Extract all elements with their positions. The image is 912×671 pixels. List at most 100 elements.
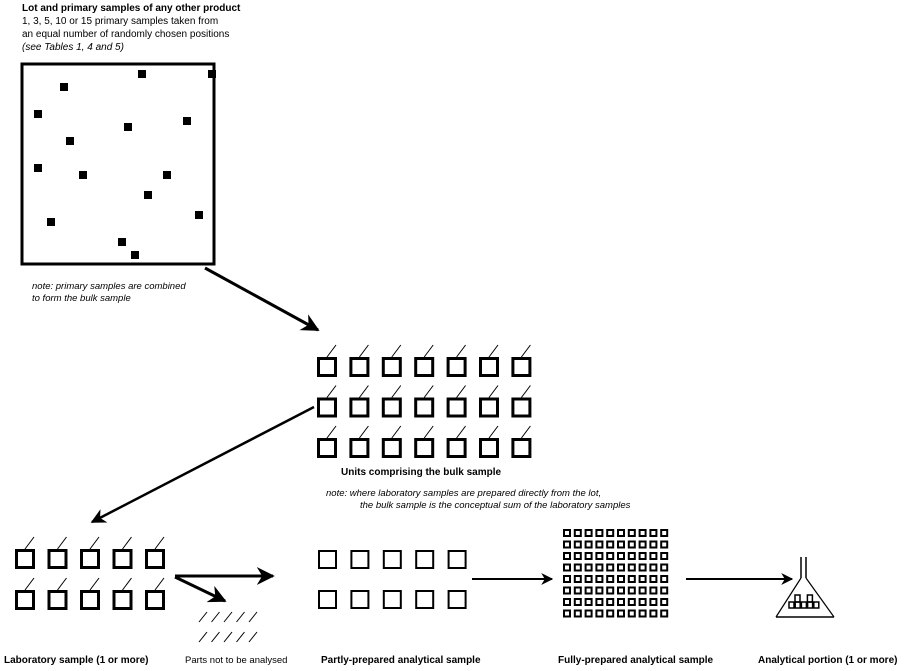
unit-box — [381, 438, 402, 458]
fully-prepared-unit — [649, 563, 658, 572]
primary-sample-dot — [144, 191, 152, 199]
laboratory-unit — [112, 577, 133, 610]
fully-prepared-unit — [595, 552, 604, 560]
fully-prepared-unit — [595, 540, 604, 549]
fully-prepared-unit — [617, 598, 625, 606]
fully-prepared-unit — [563, 529, 571, 537]
fully-prepared-unit — [563, 609, 571, 618]
primary-sample-dot — [60, 83, 68, 91]
discarded-part — [198, 631, 208, 643]
fully-prepared-unit — [649, 609, 658, 618]
laboratory-unit — [80, 536, 100, 569]
bulk-unit — [317, 344, 337, 377]
fully-prepared-unit — [660, 563, 669, 572]
partly-prepared-unit — [447, 590, 467, 609]
fully-prepared-unit — [563, 540, 571, 549]
fully-prepared-label: Fully-prepared analytical sample — [558, 655, 714, 666]
fully-prepared-unit — [638, 609, 647, 618]
unit-box — [145, 590, 165, 610]
fully-prepared-unit — [638, 563, 647, 572]
primary-sample-dot — [66, 137, 74, 145]
fully-prepared-unit — [638, 586, 647, 595]
fully-prepared-unit — [660, 586, 669, 595]
bulk-unit — [511, 425, 532, 458]
unit-box — [15, 549, 35, 569]
laboratory-sample-units — [15, 536, 165, 610]
fully-prepared-unit — [606, 529, 615, 537]
laboratory-unit — [112, 536, 133, 569]
fully-prepared-unit — [627, 563, 636, 572]
primary-sample-dot — [34, 164, 42, 172]
primary-sample-dot — [131, 251, 139, 259]
fully-prepared-unit — [617, 575, 625, 583]
unit-mark — [154, 577, 165, 591]
unit-box — [80, 590, 100, 610]
fully-prepared-unit — [660, 529, 669, 537]
primary-sample-dot — [183, 117, 191, 125]
primary-sample-dot — [195, 211, 203, 219]
fully-prepared-unit — [584, 563, 593, 572]
primary-sample-dot — [124, 123, 132, 131]
partly-prepared-units — [318, 550, 467, 609]
bulk-unit — [317, 425, 337, 458]
unit-mark — [391, 344, 402, 358]
partly-prepared-unit — [447, 550, 467, 569]
discarded-part — [223, 631, 233, 643]
unit-mark — [358, 344, 369, 358]
bulk-unit — [446, 425, 467, 458]
partly-prepared-unit — [382, 550, 402, 569]
fully-prepared-unit — [606, 540, 615, 549]
fully-prepared-unit — [606, 586, 615, 595]
analytical-portion-units — [788, 594, 820, 609]
fully-prepared-unit — [617, 552, 625, 560]
bulk-note-line2: the bulk sample is the conceptual sum of… — [360, 500, 631, 511]
unit-mark — [488, 344, 499, 358]
unit-box — [414, 438, 435, 458]
bulk-unit — [381, 385, 402, 418]
fully-prepared-unit — [584, 540, 593, 549]
fully-prepared-unit — [595, 563, 604, 572]
bulk-unit — [414, 385, 435, 418]
lot-description-line1: 1, 3, 5, 10 or 15 primary samples taken … — [22, 16, 219, 27]
unit-mark — [24, 577, 35, 591]
bulk-unit — [479, 425, 499, 458]
unit-mark — [358, 425, 369, 439]
fully-prepared-unit — [649, 540, 658, 549]
unit-box — [317, 397, 337, 418]
portion-unit — [794, 594, 801, 603]
unit-mark — [456, 425, 467, 439]
unit-mark — [521, 344, 531, 358]
unit-box — [112, 549, 133, 569]
fully-prepared-unit — [573, 598, 582, 606]
fully-prepared-unit — [660, 575, 669, 583]
discarded-part — [236, 631, 245, 643]
unit-box — [317, 357, 337, 377]
fully-prepared-unit — [606, 552, 615, 560]
unit-mark — [456, 385, 467, 398]
portion-unit — [794, 601, 801, 609]
fully-prepared-unit — [573, 540, 582, 549]
fully-prepared-unit — [606, 609, 615, 618]
partly-prepared-unit — [318, 590, 337, 609]
laboratory-unit — [15, 536, 35, 569]
fully-prepared-unit — [617, 540, 625, 549]
unit-mark — [122, 536, 132, 550]
fully-prepared-unit — [660, 598, 669, 606]
unit-mark — [488, 385, 499, 398]
primary-sample-dot — [47, 218, 55, 226]
portion-unit — [788, 601, 795, 609]
fully-prepared-unit — [617, 586, 625, 595]
discarded-part — [211, 611, 220, 623]
fully-prepared-unit — [627, 529, 636, 537]
fully-prepared-unit — [563, 586, 571, 595]
partly-prepared-label: Partly-prepared analytical sample — [321, 655, 481, 666]
unit-mark — [488, 425, 499, 439]
fully-prepared-unit — [638, 529, 647, 537]
partly-prepared-unit — [382, 590, 402, 609]
lot-table-reference: (see Tables 1, 4 and 5) — [22, 42, 124, 53]
unit-mark — [358, 385, 369, 398]
fully-prepared-unit — [563, 563, 571, 572]
fully-prepared-unit — [638, 598, 647, 606]
portion-unit — [806, 594, 814, 603]
